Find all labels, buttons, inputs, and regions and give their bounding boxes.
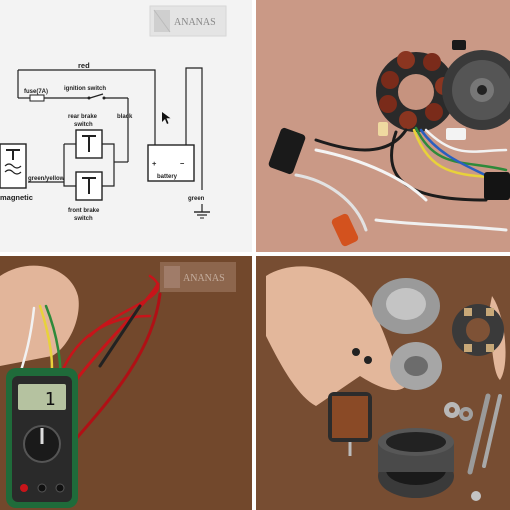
label-green-yellow-wire: green/yellow xyxy=(28,176,65,182)
label-rear-brake-line1: rear brake xyxy=(68,114,98,120)
red-jack xyxy=(20,484,28,492)
battery-minus-sign: − xyxy=(180,159,185,168)
label-fuse: fuse(7A) xyxy=(24,89,48,95)
regulator-block xyxy=(484,172,510,200)
multimeter-illustration: ANANAS 1 xyxy=(0,256,252,510)
multimeter: 1 xyxy=(6,368,78,508)
ma-jack xyxy=(55,483,65,493)
motor-end-cap xyxy=(372,278,442,390)
battery-plus-sign: + xyxy=(152,159,157,168)
small-plug xyxy=(378,122,388,136)
label-green-wire: green xyxy=(188,196,205,202)
black-connector xyxy=(268,127,306,175)
long-bolt xyxy=(467,393,491,475)
stator-flywheel-photo xyxy=(256,0,510,252)
motor-housing-can xyxy=(378,428,454,498)
mouse-cursor-icon xyxy=(162,112,171,124)
ananas-watermark-logo: ANANAS xyxy=(149,5,227,37)
small-nut xyxy=(471,491,481,501)
com-jack xyxy=(37,483,47,493)
label-rear-brake-line2: switch xyxy=(74,122,93,128)
watermark-brand-text: ANANAS xyxy=(174,17,216,28)
wiring-harness xyxy=(294,126,508,232)
multimeter-reading: 1 xyxy=(45,389,56,410)
brush-plate xyxy=(452,304,504,356)
starter-motor-photo xyxy=(256,256,510,510)
multimeter-lcd xyxy=(18,384,66,410)
battery-symbol xyxy=(147,144,195,182)
stator-coil xyxy=(376,51,456,132)
flywheel xyxy=(442,50,510,130)
white-plug xyxy=(446,128,466,140)
small-screw-2 xyxy=(364,356,372,364)
wiring-diagram-panel: ANANAS red fuse(7A) ignition switch blac… xyxy=(0,0,252,252)
ananas-watermark-logo-2: ANANAS xyxy=(160,262,236,292)
starter-parts-illustration xyxy=(256,256,510,510)
fuse-symbol xyxy=(29,94,45,102)
long-bolt-2 xyxy=(482,394,502,468)
small-screw xyxy=(352,348,360,356)
hand xyxy=(0,265,79,366)
grid-divider-horizontal xyxy=(0,252,510,256)
label-black-wire: black xyxy=(117,114,133,120)
label-red-wire: red xyxy=(78,61,90,70)
label-ignition-switch: ignition switch xyxy=(64,86,106,92)
watermark-brand-text-2: ANANAS xyxy=(183,273,225,284)
label-battery: battery xyxy=(157,174,178,180)
hand xyxy=(266,266,406,406)
orange-spark-plug-cap xyxy=(331,213,359,247)
armature-rotor xyxy=(328,392,372,456)
label-front-brake-line1: front brake xyxy=(68,208,100,214)
stator-flywheel-illustration xyxy=(256,0,510,252)
wiring-diagram: ANANAS red fuse(7A) ignition switch blac… xyxy=(0,0,252,252)
label-magnetic: magnetic xyxy=(0,193,33,202)
top-connector xyxy=(452,40,466,50)
multimeter-photo: ANANAS 1 xyxy=(0,256,252,510)
label-front-brake-line2: switch xyxy=(74,216,93,222)
